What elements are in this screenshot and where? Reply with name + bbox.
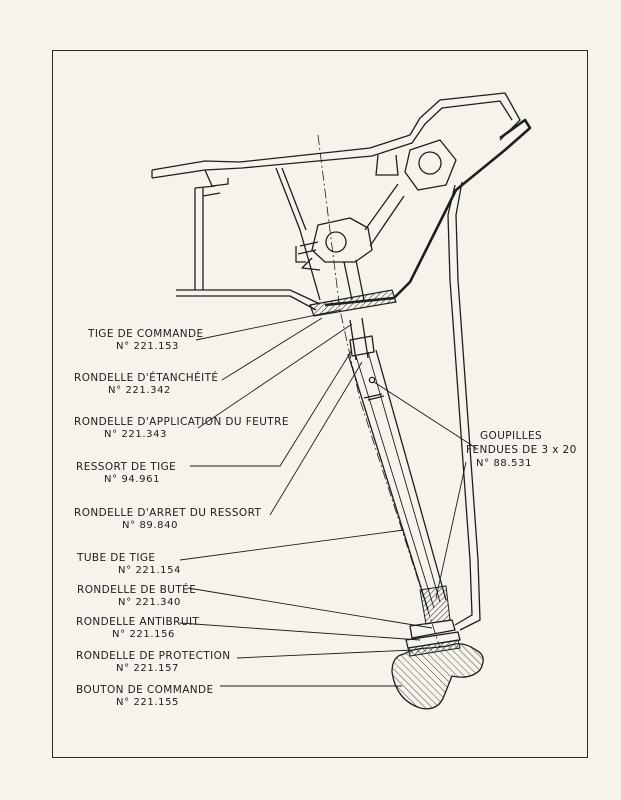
label-ressort-tige: RESSORT DE TIGE xyxy=(76,461,177,473)
number-rondelle-antibruit: N° 221.156 xyxy=(112,629,176,640)
tube-inner-left xyxy=(355,355,435,609)
rod-upper xyxy=(343,259,365,301)
label-rondelle-antibruit: RONDELLE ANTIBRUIT xyxy=(76,616,200,628)
tube-inner-right xyxy=(367,351,441,603)
z-bracket-top xyxy=(204,169,229,187)
number-tube-tige: N° 221.154 xyxy=(118,565,182,576)
outer-bracket xyxy=(324,118,532,307)
label-tube-tige: TUBE DE TIGE xyxy=(77,552,156,564)
leader-goupilles-1 xyxy=(373,381,477,449)
label-bouton-commande: BOUTON DE COMMANDE xyxy=(76,684,214,696)
housing-wall xyxy=(375,154,399,176)
label-rondelle-protection: RONDELLE DE PROTECTION xyxy=(76,650,231,662)
leader-etancheite xyxy=(221,317,323,381)
drawing-frame xyxy=(52,50,588,758)
clamp-nut xyxy=(325,231,347,253)
leader-application xyxy=(197,323,353,429)
number-bouton-commande: N° 221.155 xyxy=(116,697,180,708)
leader-goupilles-2 xyxy=(435,461,467,599)
spring-stop xyxy=(363,393,385,401)
z-bracket-vertical xyxy=(194,188,204,290)
number-rondelle-etancheite: N° 221.342 xyxy=(108,385,172,396)
label-rondelle-application: RONDELLE D'APPLICATION DU FEUTRE xyxy=(74,416,289,428)
label-goupilles: GOUPILLES xyxy=(480,430,543,442)
number-rondelle-butee: N° 221.340 xyxy=(118,597,182,608)
number-rondelle-application: N° 221.343 xyxy=(104,429,168,440)
support-curve-inner xyxy=(455,181,481,631)
inner-web xyxy=(275,167,321,301)
leader-arret xyxy=(269,361,363,516)
number-ressort-tige: N° 94.961 xyxy=(104,474,161,485)
lower-floor-plate xyxy=(176,289,321,311)
leader-butee xyxy=(187,587,433,629)
label-tige-commande: TIGE DE COMMANDE xyxy=(88,328,204,340)
tube-bottom-hatched xyxy=(419,585,451,625)
leader-tige-commande xyxy=(195,309,341,341)
label-goupilles-fendues: FENDUES DE 3 x 20 xyxy=(466,444,577,456)
clamp-body xyxy=(311,217,373,263)
support-curve-outer xyxy=(447,184,473,626)
dashboard-panel-upper xyxy=(151,92,521,171)
leader-antibruit xyxy=(179,622,421,641)
pivot-boss xyxy=(404,139,457,191)
felt-washer-hatched xyxy=(309,289,397,317)
label-rondelle-etancheite: RONDELLE D'ÉTANCHÉITÉ xyxy=(74,372,219,384)
dashboard-panel-inner xyxy=(151,100,513,179)
number-tige-commande: N° 221.153 xyxy=(116,341,180,352)
protection-washer-hatched xyxy=(407,639,461,657)
leader-tube xyxy=(179,529,405,561)
number-goupilles: N° 88.531 xyxy=(476,458,533,469)
pivot-arm xyxy=(364,183,405,247)
number-rondelle-arret: N° 89.840 xyxy=(122,520,179,531)
clamp-tab xyxy=(301,257,321,271)
clamp-screw xyxy=(295,241,319,263)
label-rondelle-butee: RONDELLE DE BUTÉE xyxy=(77,584,197,596)
z-bracket-corner xyxy=(194,185,221,197)
goupille-hole xyxy=(368,376,376,384)
pivot-hole xyxy=(418,151,442,175)
bouton-knob-hatched xyxy=(392,643,484,709)
tube-outer-left xyxy=(347,353,429,611)
leader-protection xyxy=(236,649,413,659)
tube-outer-right xyxy=(375,349,447,601)
label-rondelle-arret: RONDELLE D'ARRET DU RESSORT xyxy=(74,507,262,519)
number-rondelle-protection: N° 221.157 xyxy=(116,663,180,674)
centre-line xyxy=(317,134,441,649)
leader-ressort xyxy=(190,349,353,467)
antibruit-washer xyxy=(405,631,461,649)
